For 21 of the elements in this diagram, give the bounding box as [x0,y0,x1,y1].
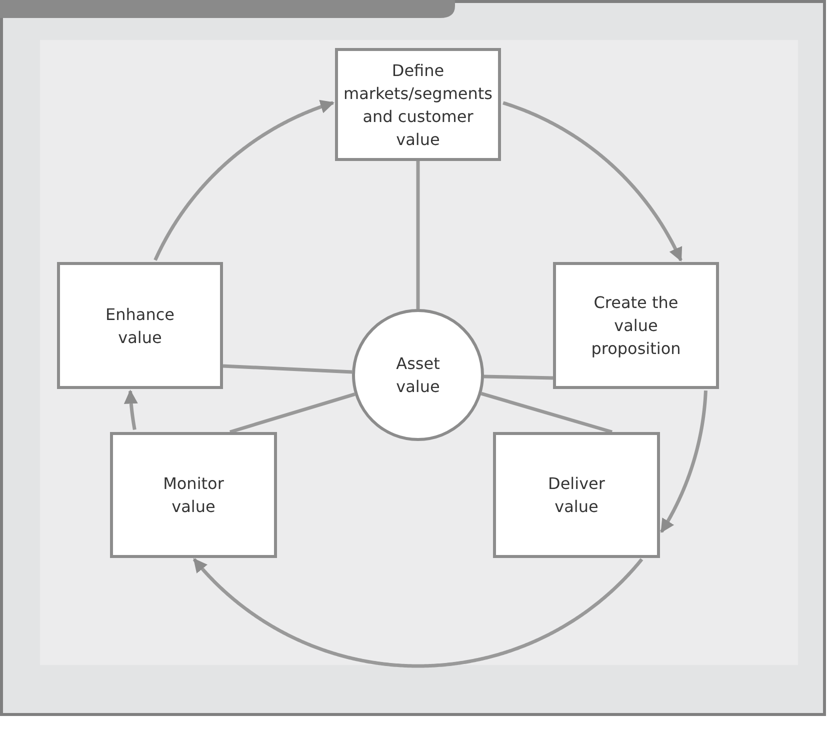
node-label: Enhance value [104,304,176,348]
cycle-arrow [660,390,708,534]
cycle-arrow [124,390,138,430]
stage-box [553,262,719,389]
node-label: Asset value [395,353,441,398]
stage-box [110,432,277,558]
node-label: Define markets/segments and customer value [342,60,494,150]
connector-line [230,392,356,434]
connector-line [484,374,554,380]
stage-box [335,48,501,161]
connector-line [222,364,352,374]
node-label: Create the value proposition [590,292,682,360]
connector-line [416,161,420,309]
cycle-arrow [502,101,682,262]
node-label: Monitor value [162,473,225,518]
connector-line [480,392,612,434]
stage-box [57,262,223,389]
node-label: Deliver value [547,473,606,518]
cycle-arrow [192,558,644,668]
cycle-arrow [154,100,334,261]
stage-box [493,432,660,558]
